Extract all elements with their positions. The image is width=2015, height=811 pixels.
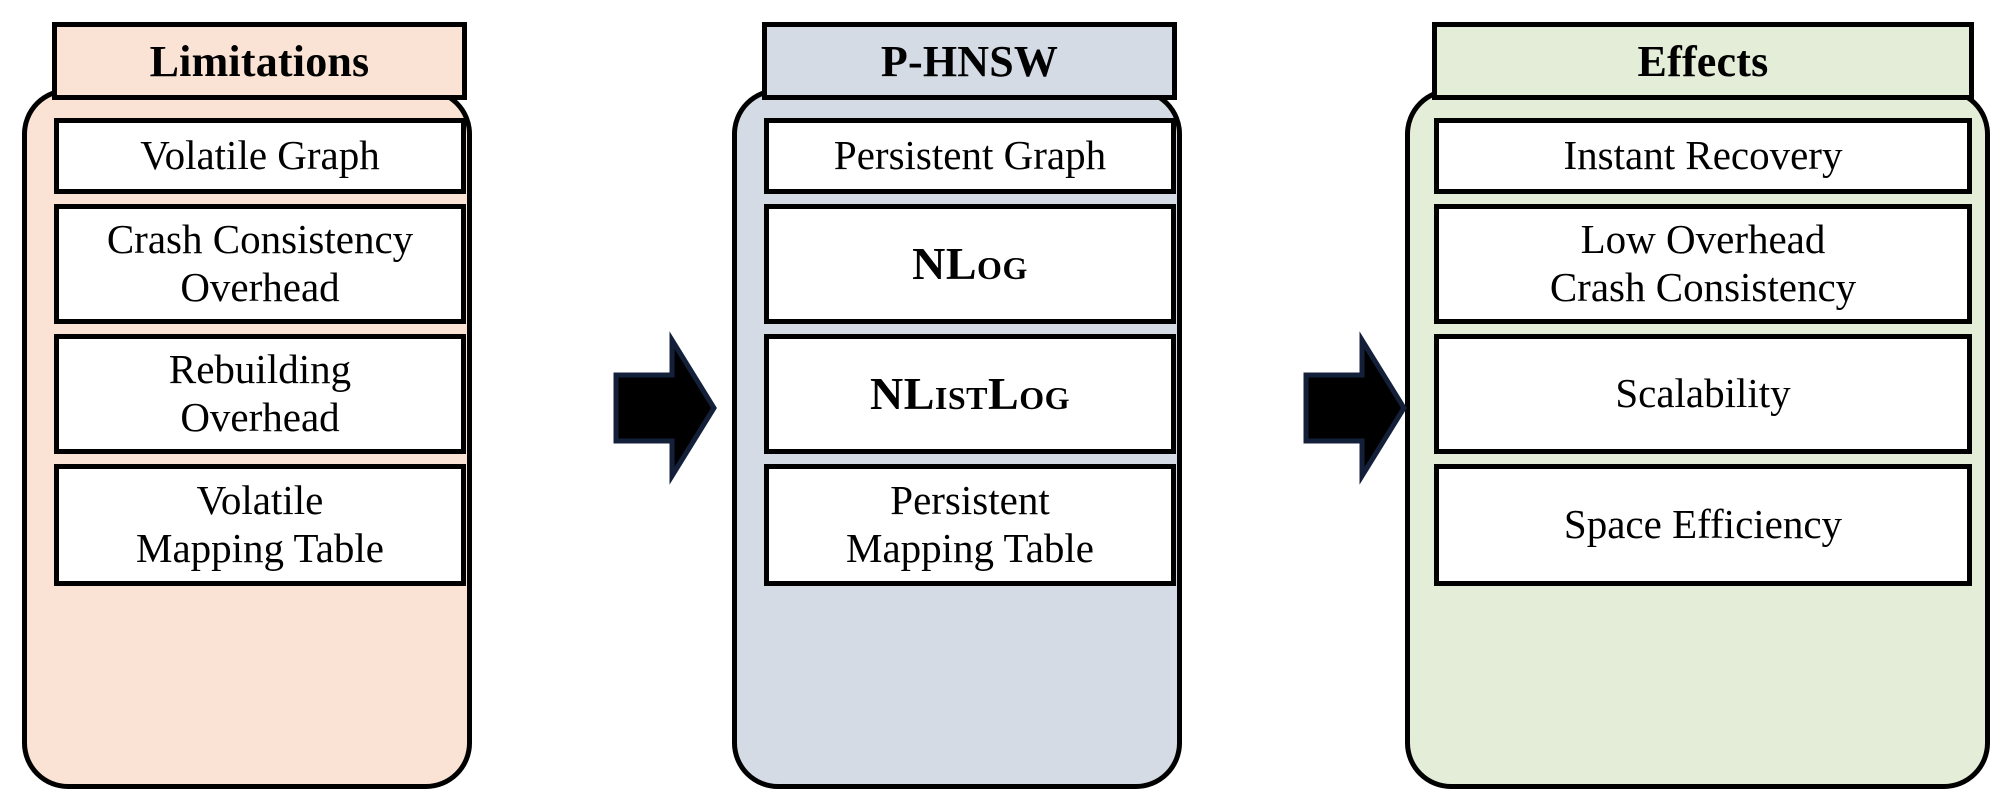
item-nlog[interactable]: NLog [764, 204, 1176, 324]
item-rebuilding-overhead[interactable]: Rebuilding Overhead [54, 334, 466, 454]
panel-limitations-items: Volatile Graph Crash Consistency Overhea… [54, 118, 466, 586]
item-volatile-mapping-table[interactable]: Volatile Mapping Table [54, 464, 466, 586]
panel-p-hnsw: P-HNSW Persistent Graph NLog NListLog Pe… [732, 0, 1182, 811]
panel-limitations: Limitations Volatile Graph Crash Consist… [22, 0, 472, 811]
item-low-overhead-crash-consistency[interactable]: Low Overhead Crash Consistency [1434, 204, 1972, 324]
item-persistent-mapping-table[interactable]: Persistent Mapping Table [764, 464, 1176, 586]
panel-p-hnsw-title: P-HNSW [762, 22, 1177, 100]
panel-effects-items: Instant Recovery Low Overhead Crash Cons… [1434, 118, 1972, 586]
item-crash-consistency-overhead[interactable]: Crash Consistency Overhead [54, 204, 466, 324]
item-instant-recovery[interactable]: Instant Recovery [1434, 118, 1972, 194]
item-nlistlog[interactable]: NListLog [764, 334, 1176, 454]
panel-effects: Effects Instant Recovery Low Overhead Cr… [1405, 0, 1990, 811]
item-scalability[interactable]: Scalability [1434, 334, 1972, 454]
panel-effects-title: Effects [1432, 22, 1974, 100]
arrow-phnsw-to-effects-icon [1300, 330, 1410, 485]
panel-p-hnsw-items: Persistent Graph NLog NListLog Persisten… [764, 118, 1176, 586]
item-space-efficiency[interactable]: Space Efficiency [1434, 464, 1972, 586]
panel-limitations-title: Limitations [52, 22, 467, 100]
arrow-limitations-to-phnsw-icon [610, 330, 720, 485]
item-volatile-graph[interactable]: Volatile Graph [54, 118, 466, 194]
item-persistent-graph[interactable]: Persistent Graph [764, 118, 1176, 194]
